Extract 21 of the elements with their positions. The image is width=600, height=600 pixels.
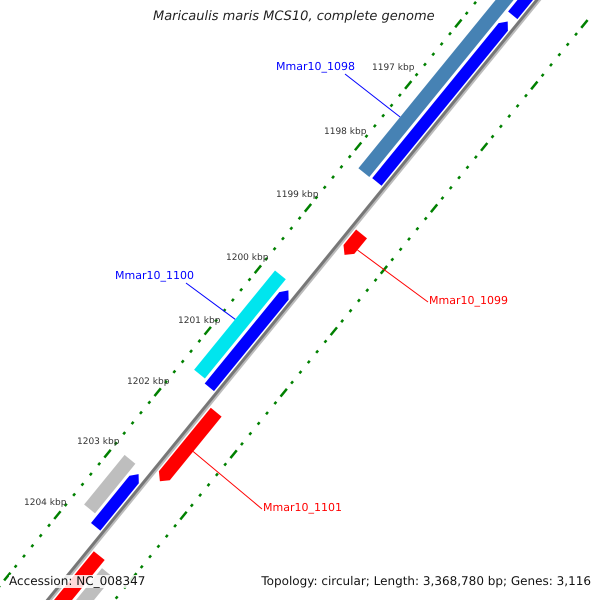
- scale-label: 1199 kbp: [276, 191, 318, 201]
- scale-label: 1204 kbp: [24, 499, 66, 509]
- gene-label: Mmar10_1101: [263, 502, 342, 514]
- leader-line: [192, 451, 262, 510]
- scale-label: 1200 kbp: [226, 254, 268, 264]
- scale-label: 1198 kbp: [324, 128, 366, 138]
- leader-line: [356, 250, 428, 302]
- summary-text: Topology: circular; Length: 3,368,780 bp; Genes: 3,116: [261, 575, 591, 588]
- scale-label: 1202 kbp: [127, 378, 170, 388]
- leader-line: [344, 74, 401, 118]
- gene-arrow: [344, 230, 367, 255]
- scale-label: 1203 kbp: [77, 438, 120, 448]
- scale-label: 1197 kbp: [372, 64, 414, 74]
- gene-label: Mmar10_1100: [115, 270, 194, 282]
- gene-label: Mmar10_1099: [429, 295, 508, 308]
- diagram-title: Maricaulis maris MCS10, complete genome: [153, 10, 435, 24]
- gene-label: Mmar10_1098: [276, 61, 355, 74]
- gene-arrow: [158, 408, 222, 482]
- accession-text: Accession: NC_008347: [9, 575, 146, 588]
- scale-label: 1201 kbp: [178, 317, 220, 327]
- leader-line: [186, 282, 236, 320]
